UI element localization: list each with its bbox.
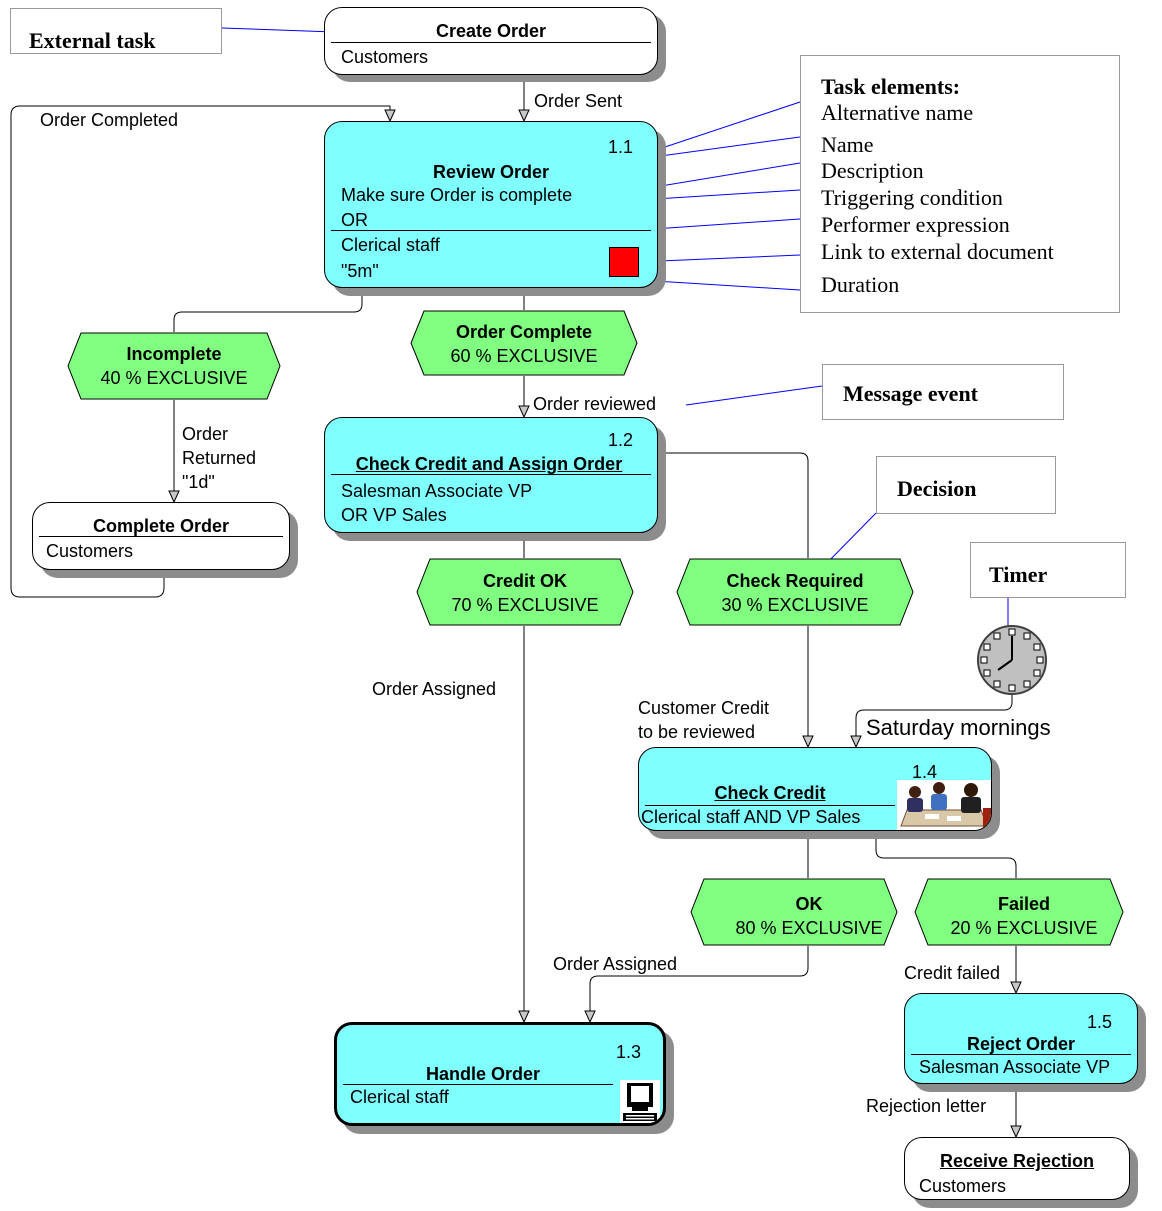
task-review-order-description: Make sure Order is complete [341, 185, 573, 205]
callout-timer: Timer [970, 542, 1126, 598]
flow-order-assigned-ok [584, 946, 809, 1024]
task-element-link-document: Link to external document [821, 239, 1054, 264]
task-reject-order[interactable]: 1.5 Reject Order Salesman Associate VP [904, 993, 1138, 1084]
decision-ok[interactable]: OK 80 % EXCLUSIVE [690, 878, 898, 946]
task-create-order[interactable]: Create Order Customers [324, 7, 658, 75]
callout-decision: Decision [876, 456, 1056, 514]
task-review-order-duration: "5m" [341, 261, 379, 281]
task-element-description: Description [821, 158, 924, 183]
decision-check-required-name: Check Required [726, 571, 864, 591]
clock-icon[interactable] [976, 624, 1050, 696]
decision-incomplete-probability: 40 % EXCLUSIVE [100, 368, 248, 388]
decision-check-required-probability: 30 % EXCLUSIVE [721, 595, 869, 615]
task-check-credit-assign-performer-1: Salesman Associate VP [341, 481, 533, 501]
label-credit-failed: Credit failed [904, 963, 1001, 983]
task-check-credit-assign[interactable]: 1.2 Check Credit and Assign Order Salesm… [324, 417, 658, 533]
task-handle-order[interactable]: 1.3 Handle Order Clerical staff [334, 1022, 666, 1126]
task-check-credit-performer: Clerical staff AND VP Sales [641, 807, 861, 827]
task-handle-order-performer: Clerical staff [350, 1087, 449, 1107]
task-review-order-performer: Clerical staff [341, 235, 440, 255]
task-element-name: Name [821, 132, 874, 157]
decision-order-complete[interactable]: Order Complete 60 % EXCLUSIVE [410, 310, 638, 376]
task-receive-rejection[interactable]: Receive Rejection Customers [904, 1137, 1130, 1200]
label-order-assigned-ok: Order Assigned [553, 954, 678, 974]
task-receive-rejection-performer: Customers [919, 1176, 1007, 1196]
task-review-order-condition: OR [341, 210, 368, 230]
callout-external-task-label: External task [29, 28, 156, 53]
task-create-order-name: Create Order [435, 21, 547, 41]
task-check-credit-number: 1.4 [911, 762, 937, 782]
red-document-icon[interactable] [609, 247, 639, 277]
task-check-credit-assign-performer-2: OR VP Sales [341, 505, 447, 525]
task-complete-order-name: Complete Order [92, 516, 230, 536]
decision-incomplete-name: Incomplete [126, 344, 222, 364]
label-order-sent: Order Sent [534, 91, 623, 111]
task-element-duration: Duration [821, 272, 900, 297]
decision-credit-ok-name: Credit OK [482, 571, 567, 591]
decision-order-complete-name: Order Complete [455, 322, 593, 342]
decision-failed-name: Failed [997, 894, 1050, 914]
callout-timer-label: Timer [989, 562, 1048, 587]
people-meeting-icon [897, 780, 991, 830]
task-check-credit[interactable]: 1.4 Check Credit Clerical staff AND VP S… [638, 747, 992, 831]
task-check-credit-assign-number: 1.2 [607, 430, 633, 450]
task-check-credit-assign-name: Check Credit and Assign Order [355, 454, 623, 474]
task-reject-order-number: 1.5 [1086, 1012, 1112, 1032]
callout-message-event: Message event [822, 364, 1064, 420]
decision-order-complete-probability: 60 % EXCLUSIVE [450, 346, 598, 366]
callout-decision-label: Decision [897, 476, 977, 501]
flow-saturday-mornings [850, 690, 1013, 749]
task-complete-order[interactable]: Complete Order Customers [32, 502, 290, 570]
task-element-performer-expression: Performer expression [821, 212, 1010, 237]
label-order-assigned: Order Assigned [372, 679, 497, 699]
label-customer-credit-2: to be reviewed [638, 722, 756, 742]
decision-credit-ok[interactable]: Credit OK 70 % EXCLUSIVE [416, 558, 634, 626]
label-order-returned-2: Returned [182, 448, 257, 468]
task-handle-order-number: 1.3 [615, 1042, 641, 1062]
task-elements-title: Task elements: [821, 74, 961, 99]
task-complete-order-performer: Customers [46, 541, 134, 561]
label-order-returned-1: Order [182, 424, 229, 444]
task-element-alternative-name: Alternative name [821, 100, 974, 125]
decision-incomplete[interactable]: Incomplete 40 % EXCLUSIVE [67, 332, 281, 400]
task-element-triggering-condition: Triggering condition [821, 185, 1003, 210]
task-create-order-performer: Customers [341, 47, 429, 67]
task-handle-order-name: Handle Order [425, 1064, 541, 1084]
flow-order-completed [10, 105, 396, 598]
label-customer-credit-1: Customer Credit [638, 698, 770, 718]
task-reject-order-performer: Salesman Associate VP [919, 1057, 1111, 1077]
callout-external-task: External task [10, 8, 222, 54]
callout-message-event-label: Message event [843, 381, 979, 406]
task-review-order[interactable]: 1.1 Review Order Make sure Order is comp… [324, 121, 658, 288]
decision-failed-probability: 20 % EXCLUSIVE [950, 918, 1098, 938]
task-reject-order-name: Reject Order [966, 1034, 1076, 1054]
computer-icon [620, 1080, 660, 1123]
decision-ok-probability: 80 % EXCLUSIVE [735, 918, 883, 938]
label-order-completed: Order Completed [40, 110, 179, 130]
label-saturday-mornings: Saturday mornings [866, 715, 1051, 740]
decision-ok-name: OK [795, 894, 823, 914]
task-check-credit-name: Check Credit [714, 783, 826, 803]
task-review-order-number: 1.1 [607, 137, 633, 157]
label-rejection-letter: Rejection letter [866, 1096, 987, 1116]
task-review-order-name: Review Order [432, 162, 550, 182]
decision-failed[interactable]: Failed 20 % EXCLUSIVE [914, 878, 1124, 946]
callout-task-elements: Task elements: [800, 55, 1120, 313]
decision-credit-ok-probability: 70 % EXCLUSIVE [451, 595, 599, 615]
label-order-returned-3: "1d" [182, 472, 215, 492]
task-receive-rejection-name: Receive Rejection [939, 1151, 1095, 1171]
decision-check-required[interactable]: Check Required 30 % EXCLUSIVE [676, 558, 914, 626]
label-order-reviewed: Order reviewed [533, 394, 657, 414]
